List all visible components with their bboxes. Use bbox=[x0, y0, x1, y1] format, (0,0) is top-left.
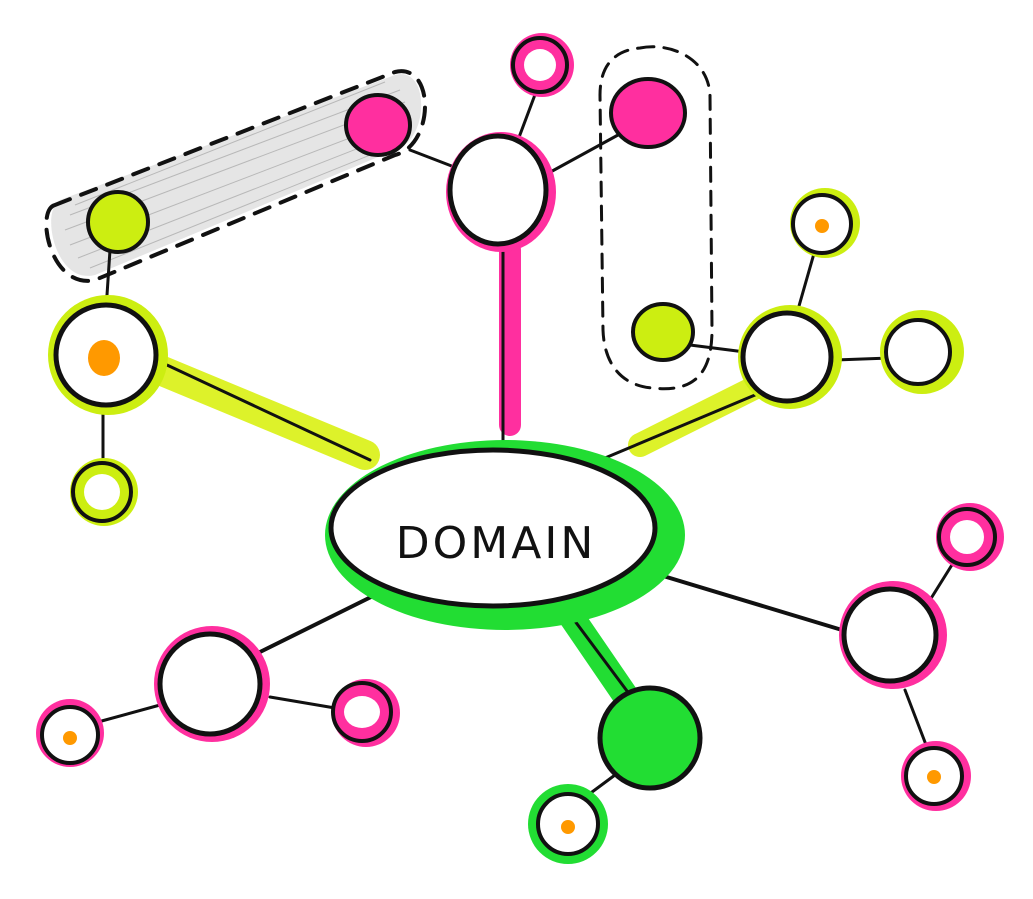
center-label: DOMAIN bbox=[396, 518, 596, 569]
node-pink-top-right-solid bbox=[609, 77, 687, 149]
node-pink-bottom-left-parent bbox=[154, 626, 270, 742]
node-lime-right-ring bbox=[880, 310, 964, 394]
node-green-bottom-solid bbox=[597, 685, 703, 791]
node-lime-right-small-solid bbox=[631, 302, 695, 362]
node-pink-right-top-ring bbox=[936, 503, 1004, 571]
node-green-bottom-dot bbox=[528, 784, 608, 864]
connectors bbox=[96, 90, 957, 797]
node-lime-left-top-solid bbox=[86, 190, 150, 254]
node-pink-bottom-left-ring bbox=[331, 679, 400, 747]
central-node: DOMAIN bbox=[325, 440, 685, 630]
node-lime-right-parent bbox=[738, 305, 842, 409]
node-pink-right-bottom-dot bbox=[901, 741, 971, 811]
node-lime-right-top-dot bbox=[790, 188, 860, 258]
node-pink-bottom-left-dot bbox=[36, 699, 104, 767]
node-pink-top-small-ring bbox=[510, 33, 574, 97]
spoke-bottom-left bbox=[258, 593, 377, 654]
spoke-bottom-right bbox=[648, 570, 844, 632]
node-pink-right-parent bbox=[839, 581, 947, 689]
node-pink-top-parent bbox=[446, 132, 556, 252]
node-lime-left-parent bbox=[48, 295, 168, 415]
node-pink-top-left-solid bbox=[344, 93, 412, 157]
node-lime-left-bottom-ring bbox=[70, 458, 138, 526]
